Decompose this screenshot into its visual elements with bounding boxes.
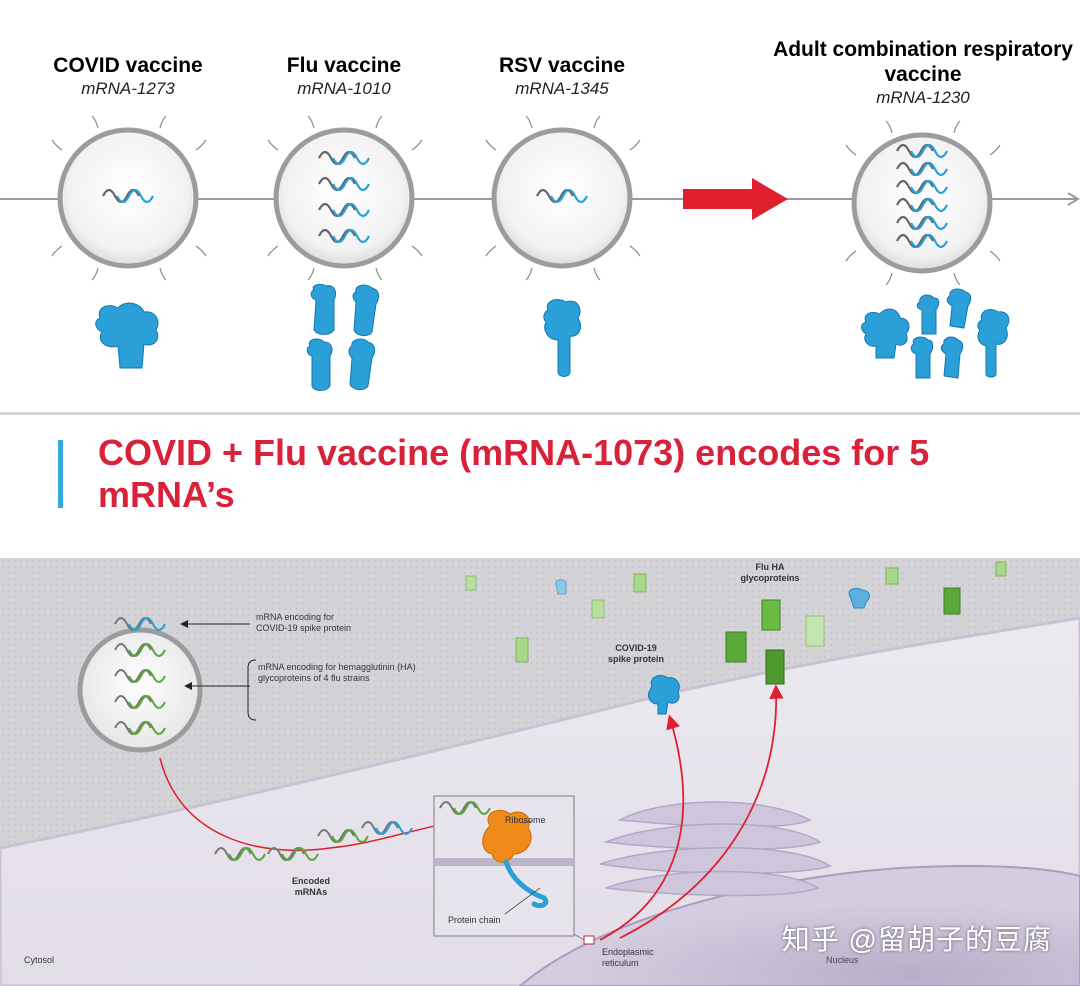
- rsv-f-protein-icon: [543, 299, 581, 377]
- ribosome-label: Ribosome: [505, 815, 546, 825]
- covid-vaccine-code: mRNA-1273: [81, 79, 175, 98]
- protein-chain-label: Protein chain: [448, 915, 501, 925]
- combination-vaccine-title-line2: vaccine: [884, 63, 962, 86]
- encoded-mrnas-label-line2: mRNAs: [294, 887, 328, 897]
- panel-divider: [0, 412, 1080, 415]
- slide-title: COVID + Flu vaccine (mRNA-1073) encodes …: [98, 432, 998, 516]
- encoded-mrnas-label-line1: Encoded: [291, 876, 330, 886]
- cytosol-label: Cytosol: [24, 955, 55, 965]
- covid-spike-label-line1: COVID-19: [615, 643, 657, 653]
- vaccine-pipeline-diagram: [0, 115, 1080, 391]
- ribosome-icon: [482, 810, 532, 863]
- cell-illustration: [0, 558, 1080, 986]
- combination-vaccine-code: mRNA-1230: [876, 88, 970, 107]
- progression-arrow: [683, 178, 788, 220]
- lnp-covid-particle: [57, 127, 199, 269]
- flu-vaccine-code: mRNA-1010: [297, 79, 391, 98]
- flu-ha-label-line1: Flu HA: [755, 562, 785, 572]
- ha-mrna-label-line2: glycoproteins of 4 flu strains: [258, 673, 370, 683]
- top-panel: COVID vaccine mRNA-1273 Flu vaccine mRNA…: [0, 0, 1080, 412]
- er-label-line1: Endoplasmic: [602, 947, 654, 957]
- rsv-vaccine-title: RSV vaccine: [498, 54, 626, 77]
- slide-title-line1: COVID + Flu vaccine (mRNA-1073) encodes …: [98, 432, 930, 473]
- ha-mrna-label-line1: mRNA encoding for hemagglutinin (HA): [258, 662, 416, 672]
- lnp-combination-particle: [851, 132, 993, 274]
- mrna-release-path: [159, 757, 471, 852]
- protein-chain-strand: [503, 859, 549, 909]
- nucleus-label: Nucleus: [826, 955, 859, 965]
- covid-mrna-label-line1: mRNA encoding for: [256, 612, 335, 622]
- covid-spike-protein-icon: [95, 302, 159, 369]
- combination-vaccine-title-line1: Adult combination respiratory: [773, 38, 1073, 61]
- rsv-vaccine-code: mRNA-1345: [515, 79, 609, 98]
- covid-spike-label-line2: spike protein: [607, 654, 664, 664]
- combination-protein-icons: [861, 288, 1010, 379]
- mrna-1073-particle: [77, 617, 203, 753]
- ha-transport-arrow: [619, 684, 784, 939]
- covid-spike-membrane-icon: [647, 675, 680, 715]
- slide-title-line2: mRNA’s: [98, 474, 235, 515]
- covid-mrna-label-line2: COVID-19 spike protein: [256, 623, 352, 633]
- covid-vaccine-title: COVID vaccine: [53, 54, 203, 77]
- title-accent-bar: [58, 440, 63, 508]
- lnp-rsv-particle: [491, 127, 633, 269]
- nucleus-shape: [518, 865, 1080, 986]
- ribosome-inset: [433, 795, 575, 937]
- flu-vaccine-title: Flu vaccine: [286, 54, 402, 77]
- er-stacks: [599, 801, 832, 897]
- lnp-flu-particle: [273, 127, 415, 269]
- flu-ha-membrane-icons: [465, 561, 1007, 685]
- er-label-line2: reticulum: [602, 958, 639, 968]
- watermark: 知乎 @留胡子的豆腐: [781, 924, 1052, 955]
- flu-ha-protein-icons: [306, 283, 380, 391]
- flu-ha-label-line2: glycoproteins: [740, 573, 800, 583]
- spike-transport-arrow: [599, 714, 685, 941]
